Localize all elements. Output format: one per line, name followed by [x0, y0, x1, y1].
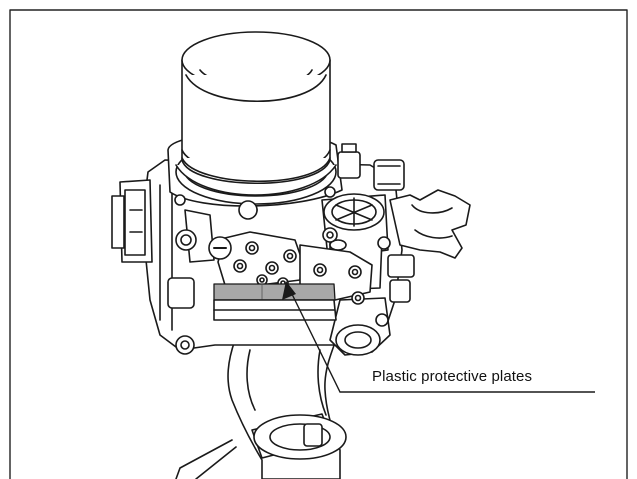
callout-label: Plastic protective plates [372, 368, 533, 385]
arrowhead-icon [282, 281, 296, 300]
base-rail [213, 299, 337, 321]
purge-fitting [337, 143, 405, 191]
drain-block [329, 297, 391, 356]
bolt-heads [233, 227, 365, 305]
delivery-port-fittings [377, 189, 471, 303]
figure-frame [9, 9, 628, 479]
desiccant-cartridge [181, 31, 331, 185]
left-connector [111, 179, 153, 263]
plastic-protective-plates [213, 283, 336, 301]
callout-leader [282, 281, 595, 393]
mounting-bracket [175, 339, 347, 479]
